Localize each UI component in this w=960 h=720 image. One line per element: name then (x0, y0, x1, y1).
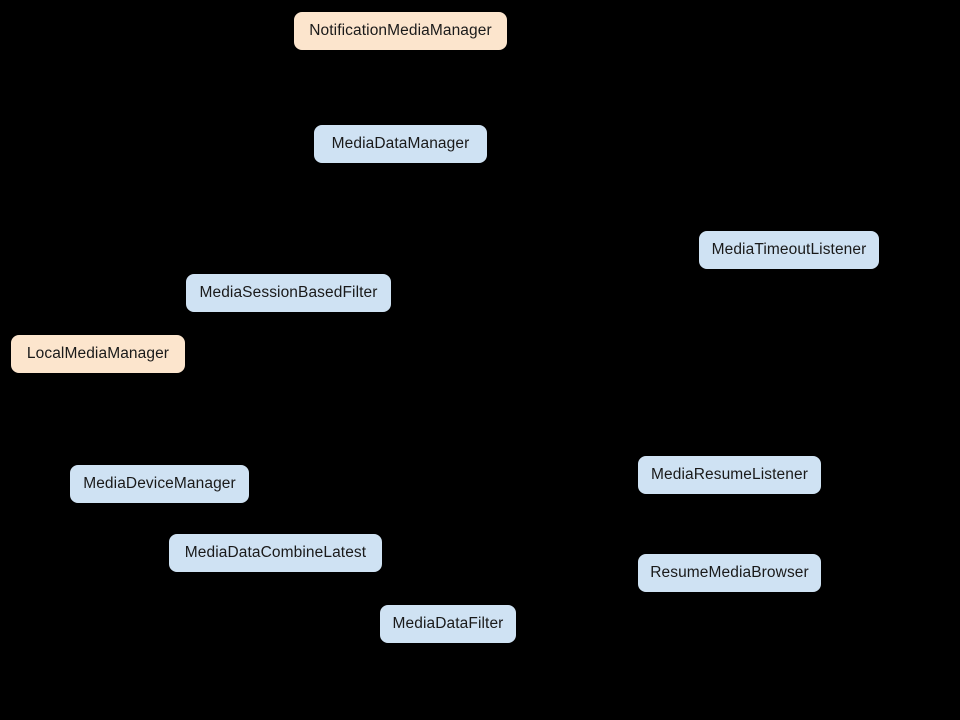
node-media-data-combine-latest: MediaDataCombineLatest (168, 533, 383, 573)
node-media-resume-listener: MediaResumeListener (637, 455, 822, 495)
node-media-data-filter: MediaDataFilter (379, 604, 517, 644)
node-media-data-manager: MediaDataManager (313, 124, 488, 164)
node-media-timeout-listener: MediaTimeoutListener (698, 230, 880, 270)
node-media-device-manager: MediaDeviceManager (69, 464, 250, 504)
node-media-session-based-filter: MediaSessionBasedFilter (185, 273, 392, 313)
node-resume-media-browser: ResumeMediaBrowser (637, 553, 822, 593)
node-local-media-manager: LocalMediaManager (10, 334, 186, 374)
node-notification-media-manager: NotificationMediaManager (293, 11, 508, 51)
